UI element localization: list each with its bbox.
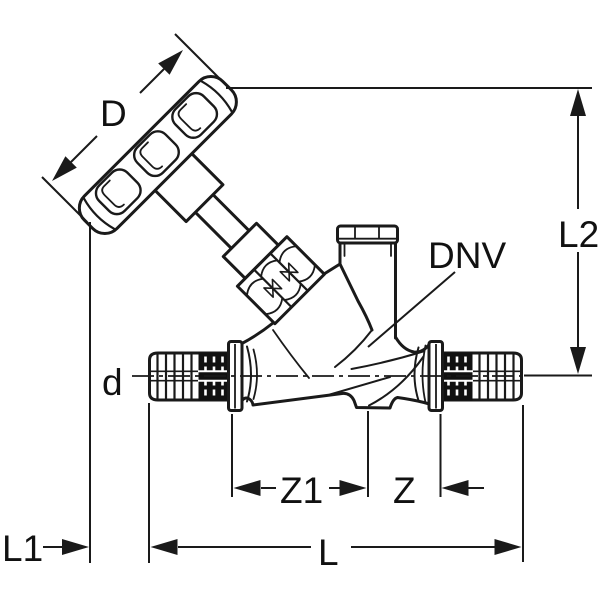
dimension-l1	[43, 539, 89, 555]
arrowhead	[570, 89, 586, 116]
dimension-d	[52, 50, 183, 181]
label-dnv: DNV	[428, 235, 506, 276]
label-d-small: d	[102, 362, 123, 403]
body-shoulder-edge	[338, 262, 374, 332]
dimension-l2	[570, 89, 586, 374]
arrowhead	[494, 539, 522, 555]
body-bottom-edge	[239, 391, 432, 410]
handwheel-grip-slots	[94, 91, 219, 216]
dimension-z	[441, 480, 484, 496]
label-z1: Z1	[280, 470, 323, 511]
extension-lines	[41, 33, 592, 563]
dimension-l	[150, 539, 522, 555]
bonnet-hex-nut	[235, 235, 326, 326]
arrowhead	[441, 480, 469, 496]
arrowhead	[52, 156, 77, 181]
arrowhead	[339, 480, 367, 496]
label-l: L	[318, 532, 339, 573]
label-l2: L2	[558, 214, 599, 255]
dimension-z1	[233, 480, 367, 496]
label-l1: L1	[2, 528, 43, 569]
dnv-leader-line	[367, 271, 456, 348]
arrowhead	[158, 50, 183, 75]
label-z: Z	[393, 470, 416, 511]
arrowhead	[150, 539, 178, 555]
valve-body	[239, 262, 432, 410]
handwheel-stem-assembly	[77, 75, 326, 326]
arrowhead	[570, 347, 586, 374]
arrowhead	[62, 539, 89, 555]
label-d-diameter: D	[100, 93, 127, 134]
arrowhead	[233, 480, 261, 496]
branch-thread-band	[336, 224, 399, 245]
